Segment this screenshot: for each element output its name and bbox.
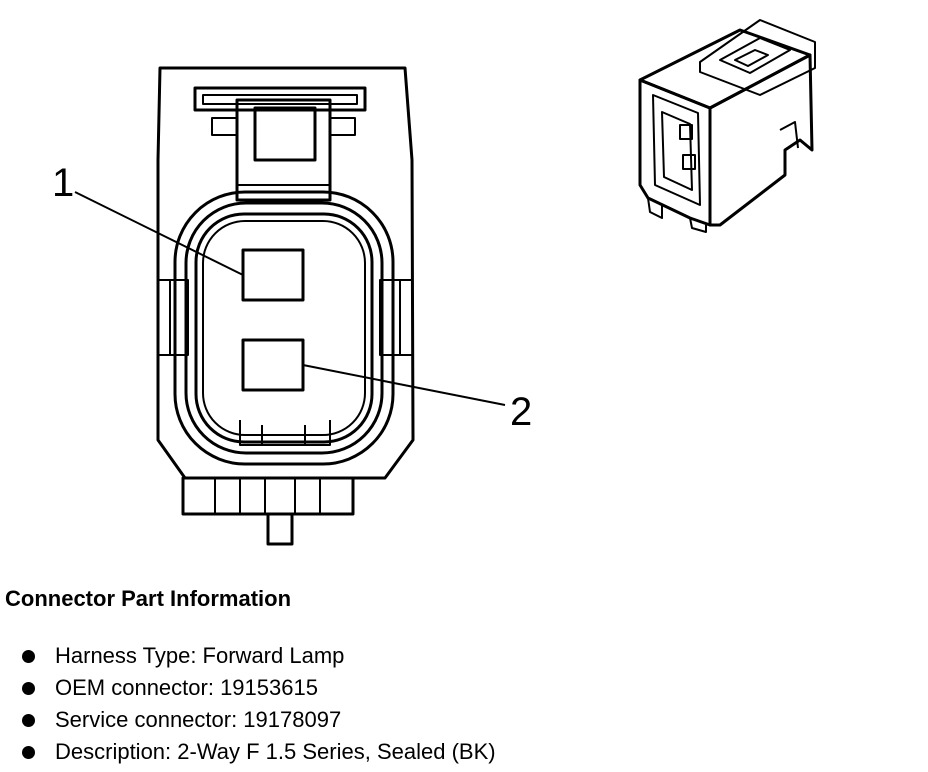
cavity-outline <box>202 220 366 436</box>
callout-line-2 <box>302 364 506 406</box>
bullet-icon <box>22 681 35 695</box>
description: Description: 2-Way F 1.5 Series, Sealed … <box>55 739 496 764</box>
iso-pin-window-1 <box>679 124 693 140</box>
info-heading: Connector Part Information <box>5 586 292 611</box>
connector-iso-view <box>638 19 816 233</box>
terminal-cavity-1 <box>241 248 305 302</box>
pin-label-1: 1 <box>52 161 74 205</box>
pin-label-2: 2 <box>510 390 532 434</box>
list-item: OEM connector: 19153615 <box>22 672 496 704</box>
bullet-icon <box>22 745 35 759</box>
terminal-cavity-2 <box>241 338 305 392</box>
iso-latch <box>699 19 816 96</box>
latch-detail-left <box>211 117 238 136</box>
iso-side-face <box>708 53 814 227</box>
harness-type: Harness Type: Forward Lamp <box>55 643 345 668</box>
seal-ring-outer <box>173 190 395 466</box>
iso-pin-window-2 <box>682 154 696 170</box>
info-list: Harness Type: Forward Lamp OEM connector… <box>22 640 496 768</box>
bullet-icon <box>22 713 35 727</box>
list-item: Description: 2-Way F 1.5 Series, Sealed … <box>22 736 496 768</box>
housing-outline <box>156 66 415 480</box>
latch-outer <box>235 98 332 202</box>
seal-ring-inner <box>194 212 374 444</box>
key-post <box>266 512 294 546</box>
list-item: Harness Type: Forward Lamp <box>22 640 496 672</box>
oem-connector: OEM connector: 19153615 <box>55 675 318 700</box>
callout-line-1 <box>74 191 244 276</box>
wire-block <box>181 476 355 516</box>
list-item: Service connector: 19178097 <box>22 704 496 736</box>
bullet-icon <box>22 649 35 663</box>
latch-detail-right <box>329 117 356 136</box>
connector-face-view <box>156 66 415 546</box>
latch-inner <box>253 106 317 162</box>
lock-frame-inner <box>202 94 358 105</box>
connector-diagram: 1 2 <box>52 19 816 546</box>
lock-frame <box>193 86 367 112</box>
seal-ring-mid <box>184 201 384 455</box>
iso-opening <box>652 94 701 206</box>
service-connector: Service connector: 19178097 <box>55 707 342 732</box>
